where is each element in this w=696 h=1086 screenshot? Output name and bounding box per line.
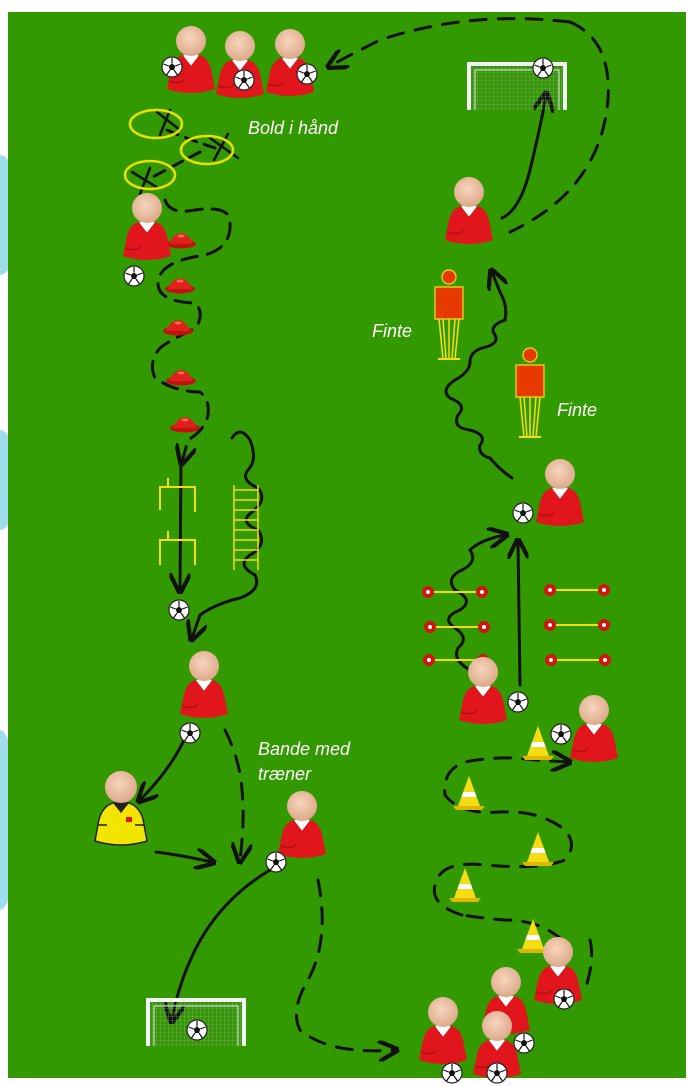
ball-icon: [186, 1019, 208, 1041]
ball-icon: [233, 69, 255, 91]
label-finte-2: Finte: [557, 400, 597, 420]
ball-icon: [486, 1062, 508, 1084]
label-bande-line1: Bande med: [258, 739, 351, 759]
ball-icon: [179, 722, 201, 744]
ball-icon: [123, 265, 145, 287]
ball-icon: [161, 56, 183, 78]
label-bande-line2: træner: [258, 764, 312, 784]
ball-icon: [441, 1062, 463, 1084]
ladder-icon: [233, 485, 259, 570]
ball-icon: [550, 723, 572, 745]
ball-icon: [265, 851, 287, 873]
drill-paths: [130, 17, 610, 1051]
ball-icon: [512, 502, 534, 524]
label-bold-i-haand: Bold i hånd: [248, 118, 339, 138]
ball-icon: [532, 57, 554, 79]
ball-icon: [168, 599, 190, 621]
label-finte-1: Finte: [372, 321, 412, 341]
ball-icon: [513, 1032, 535, 1054]
pitch: [8, 12, 686, 1078]
hurdle-icon: [159, 478, 196, 565]
ball-icon: [553, 988, 575, 1010]
ball-icon: [296, 63, 318, 85]
ball-icon: [507, 691, 529, 713]
ring-icon: [123, 108, 235, 191]
